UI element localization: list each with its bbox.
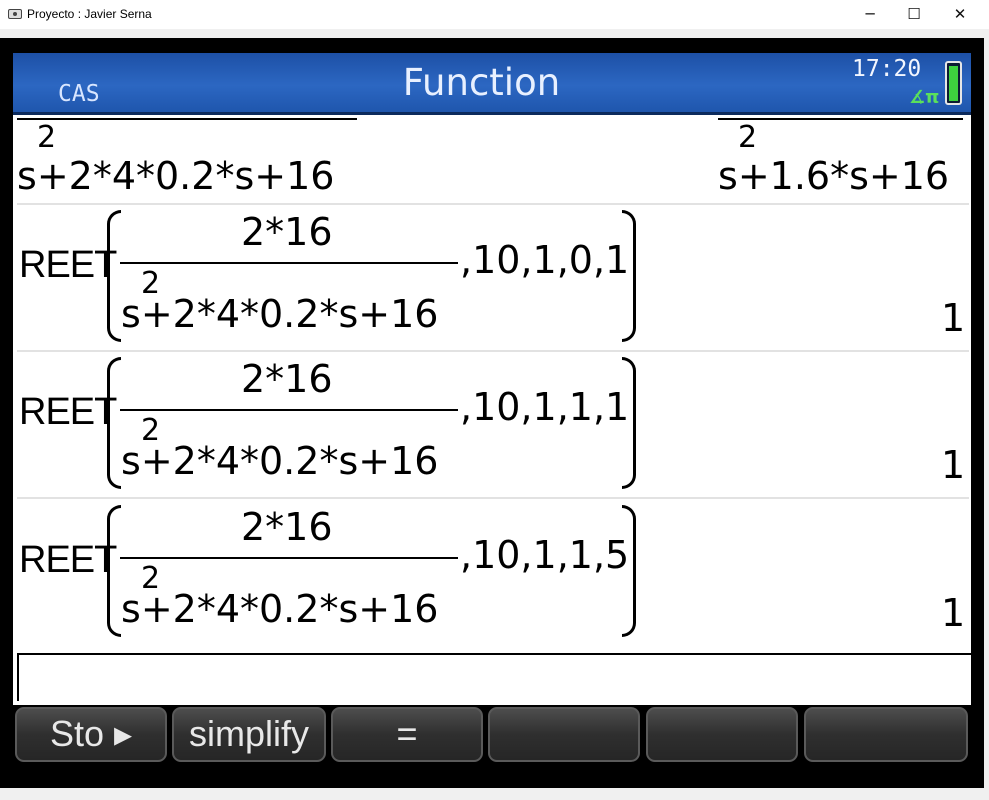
denominator: s+2*4*0.2*s+16	[121, 292, 438, 336]
equals-softkey[interactable]: =	[331, 707, 483, 762]
exponent: 2	[738, 120, 758, 155]
numerator: 2*16	[241, 505, 333, 549]
history-entry[interactable]: 2 s+2*4*0.2*s+16 2 s+1.6*s+16	[13, 118, 971, 203]
variable: s	[121, 587, 141, 631]
output-denominator-expression: s+1.6*s+16	[718, 154, 949, 198]
fraction-bar	[120, 262, 458, 264]
window-title: Proyecto : Javier Serna	[27, 7, 152, 21]
result: 1	[941, 296, 966, 340]
app-title: Function	[402, 61, 561, 104]
history-divider	[17, 350, 969, 352]
simplify-softkey[interactable]: simplify	[172, 707, 326, 762]
right-paren	[622, 210, 636, 342]
result: 1	[941, 443, 966, 487]
numerator: 2*16	[241, 357, 333, 401]
polynomial-rest: +2*4*0.2*s+16	[140, 587, 439, 631]
input-denominator: 2	[17, 120, 56, 170]
history-entry[interactable]: REET 2*16 2 s+2*4*0.2*s+16 ,10,1,1,5 1	[13, 501, 971, 645]
output-denominator: 2	[718, 120, 757, 170]
sto-softkey[interactable]: Sto ▸	[15, 707, 167, 762]
denominator: s+2*4*0.2*s+16	[121, 587, 438, 631]
function-args: ,10,1,1,1	[460, 385, 630, 429]
right-paren	[622, 505, 636, 637]
app-header: CAS Function 17:20 ∡π	[13, 53, 971, 115]
history-divider	[17, 203, 969, 205]
output-fraction-bar	[718, 118, 963, 120]
polynomial-rest: +2*4*0.2*s+16	[36, 154, 335, 198]
history-divider	[17, 497, 969, 499]
function-name: REET	[19, 539, 117, 581]
left-paren	[107, 505, 121, 637]
variable: s	[718, 154, 738, 198]
calculator-screen: CAS Function 17:20 ∡π 2 s+2*4*0.2*s+16 2…	[13, 53, 971, 765]
left-paren	[107, 210, 121, 342]
window-titlebar: Proyecto : Javier Serna ─ ☐ ✕	[0, 0, 989, 29]
exponent: 2	[141, 266, 161, 301]
cas-mode-label: CAS	[58, 81, 100, 107]
input-denominator-expression: s+2*4*0.2*s+16	[17, 154, 334, 198]
result: 1	[941, 591, 966, 635]
battery-icon	[945, 61, 962, 105]
empty-softkey-5[interactable]	[646, 707, 798, 762]
function-name: REET	[19, 244, 117, 286]
variable: s	[121, 439, 141, 483]
function-name: REET	[19, 391, 117, 433]
exponent: 2	[141, 561, 161, 596]
polynomial-rest: +2*4*0.2*s+16	[140, 292, 439, 336]
right-paren	[622, 357, 636, 489]
entry-line-divider	[17, 653, 971, 655]
fraction-bar	[17, 118, 357, 120]
empty-softkey-6[interactable]	[804, 707, 968, 762]
variable: s	[17, 154, 37, 198]
polynomial-rest: +1.6*s+16	[737, 154, 950, 198]
fraction-bar	[120, 409, 458, 411]
minimize-button[interactable]: ─	[865, 5, 875, 23]
battery-level	[949, 65, 958, 101]
denominator: s+2*4*0.2*s+16	[121, 439, 438, 483]
entry-cursor	[17, 655, 19, 701]
app-icon	[8, 9, 22, 19]
angle-mode-icon: ∡π	[909, 87, 940, 108]
numerator: 2*16	[241, 210, 333, 254]
function-args: ,10,1,0,1	[460, 238, 630, 282]
history-entry[interactable]: REET 2*16 2 s+2*4*0.2*s+16 ,10,1,1,1 1	[13, 353, 971, 497]
function-args: ,10,1,1,5	[460, 533, 630, 577]
close-button[interactable]: ✕	[953, 5, 967, 23]
fraction-bar	[120, 557, 458, 559]
clock: 17:20	[852, 56, 922, 82]
left-paren	[107, 357, 121, 489]
softkey-bar: Sto ▸ simplify =	[13, 705, 971, 765]
exponent: 2	[141, 413, 161, 448]
history-entry[interactable]: REET 2*16 2 s+2*4*0.2*s+16 ,10,1,0,1 1	[13, 206, 971, 350]
polynomial-rest: +2*4*0.2*s+16	[140, 439, 439, 483]
maximize-button[interactable]: ☐	[907, 5, 921, 23]
history-area[interactable]: 2 s+2*4*0.2*s+16 2 s+1.6*s+16 REET 2*16 …	[13, 118, 971, 653]
variable: s	[121, 292, 141, 336]
exponent: 2	[37, 120, 57, 155]
empty-softkey-4[interactable]	[488, 707, 640, 762]
